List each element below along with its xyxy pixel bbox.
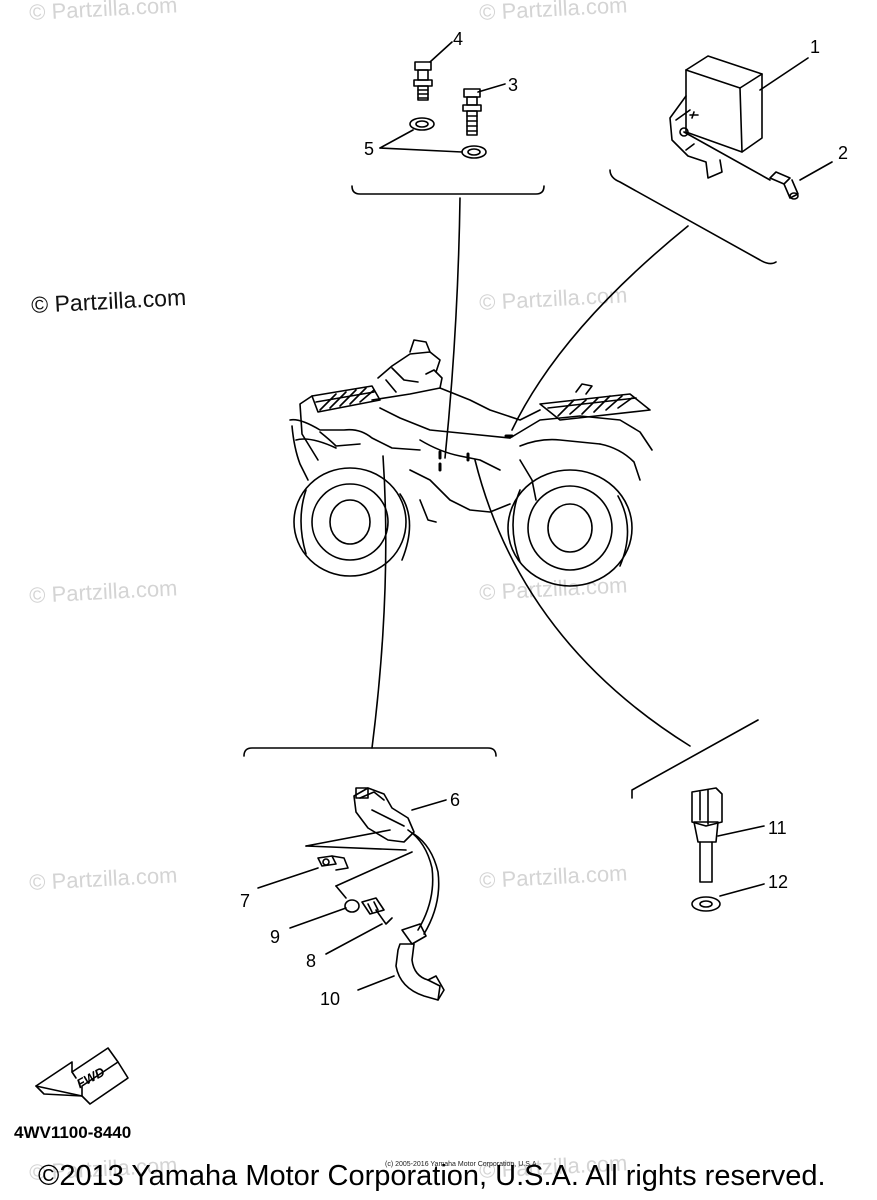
- leader-curve: [371, 455, 387, 749]
- callout-10: 10: [320, 989, 341, 1009]
- callout-11: 11: [768, 818, 787, 838]
- callout-5: 5: [364, 139, 375, 159]
- callout-6: 6: [450, 790, 461, 810]
- atv-illustration: [289, 339, 653, 587]
- bolt-part-7: [317, 855, 349, 871]
- control-unit-group: [609, 55, 833, 265]
- sensor-bolt-group: [351, 41, 545, 195]
- bolt-part-2: [769, 171, 799, 200]
- callout-9: 9: [270, 927, 281, 947]
- washer-part-5b: [461, 145, 487, 159]
- washer-part-9: [344, 899, 360, 913]
- callout-2: 2: [838, 143, 849, 163]
- bolt-part-8: [361, 897, 393, 925]
- leader-curve: [474, 459, 691, 747]
- callout-12: 12: [768, 872, 789, 892]
- callout-7: 7: [240, 891, 251, 911]
- leader-curve: [444, 197, 461, 459]
- callout-3: 3: [508, 75, 519, 95]
- copyright-footer: ©2013 Yamaha Motor Corporation, U.S.A. A…: [38, 1160, 826, 1192]
- washer-part-5a: [409, 117, 435, 131]
- callout-8: 8: [306, 951, 317, 971]
- bolt-part-3: [462, 88, 482, 136]
- leader-curve: [511, 225, 689, 431]
- callout-4: 4: [453, 29, 464, 49]
- washer-part-12: [691, 896, 721, 912]
- small-copyright-notice: (c) 2005-2016 Yamaha Motor Corporation, …: [385, 1161, 539, 1168]
- diagram-part-number: 4WV1100-8440: [14, 1123, 132, 1142]
- sensor-group: [631, 719, 765, 912]
- forward-arrow-icon: [35, 1047, 129, 1105]
- bolt-part-4: [413, 61, 433, 101]
- callout-1: 1: [810, 37, 821, 57]
- ignition-coil-group: [243, 747, 497, 1001]
